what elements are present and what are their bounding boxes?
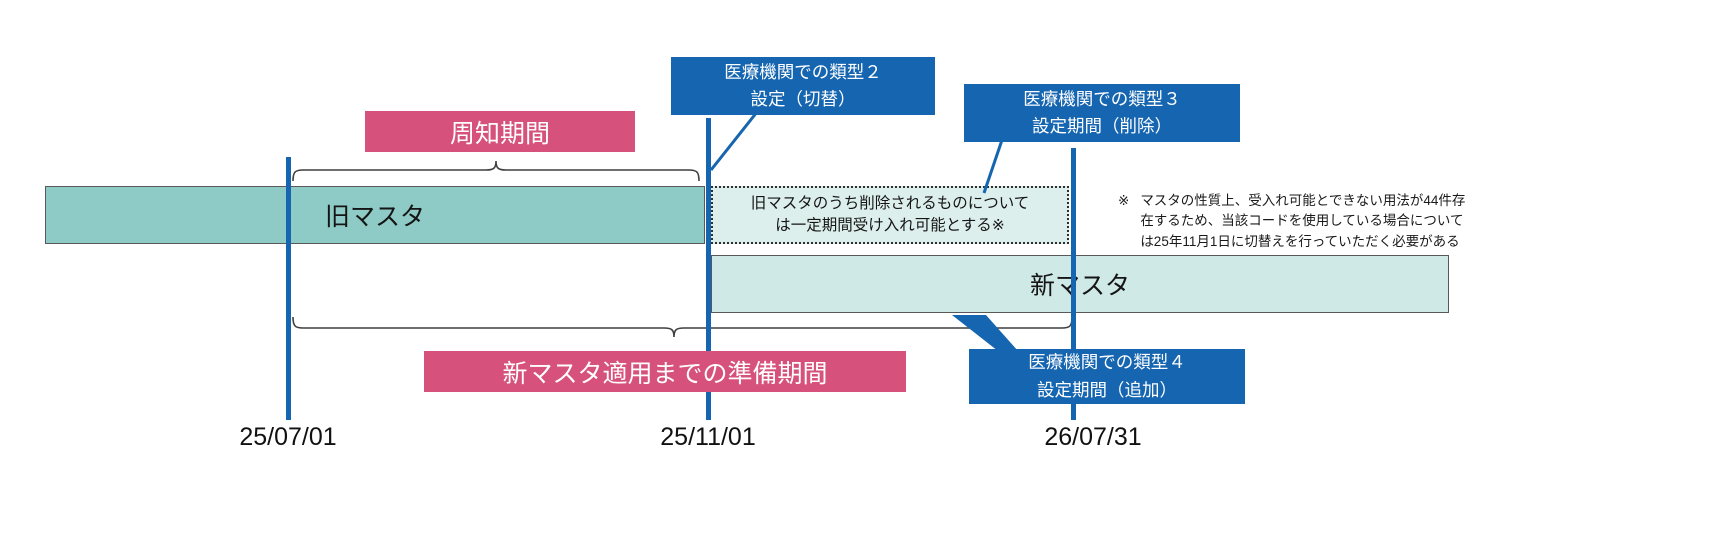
type2-callout-line2: 設定（切替）	[750, 89, 856, 109]
axis-line-25-11-01	[706, 118, 711, 420]
preparation-period-text: 新マスタ適用までの準備期間	[502, 359, 828, 388]
type2-switch-callout: 医療機関での類型２ 設定（切替）	[671, 57, 935, 115]
date-label-26-07-31: 26/07/31	[1044, 423, 1142, 451]
type2-callout-line1: 医療機関での類型２	[724, 61, 882, 82]
deleted-items-transition-box: 旧マスタのうち削除されるものについて は一定期間受け入れ可能とする※	[711, 186, 1069, 244]
type4-callout-line2: 設定期間（追加）	[1037, 379, 1177, 400]
old-master-label: 旧マスタ	[324, 203, 425, 231]
new-master-label: 新マスタ	[1029, 272, 1130, 300]
notification-period-brace	[292, 160, 700, 182]
type4-callout-line1: 医療機関での類型４	[1028, 352, 1186, 373]
transition-box-text-line1: 旧マスタのうち削除されるものについて	[750, 194, 1030, 212]
type3-delete-callout: 医療機関での類型３ 設定期間（削除）	[964, 84, 1240, 142]
type2-callout-connector	[709, 111, 759, 171]
footnote-line2: 在するため、当該コードを使用している場合について	[1140, 213, 1464, 229]
date-label-25-07-01: 25/07/01	[239, 423, 337, 451]
transition-box-text-line2: は一定期間受け入れ可能とする※	[775, 217, 1005, 234]
preparation-period-brace	[292, 316, 1073, 338]
footnote: ※ マスタの性質上、受入れ可能とできない用法が44件存 在するため、当該コードを…	[1118, 191, 1492, 252]
type3-callout-connector	[982, 139, 1004, 194]
type4-callout-pointer	[952, 315, 1018, 351]
type3-callout-line2: 設定期間（削除）	[1032, 116, 1172, 136]
axis-line-26-07-31	[1071, 148, 1076, 420]
old-master-bar: 旧マスタ	[45, 186, 705, 244]
axis-line-25-07-01	[286, 157, 291, 420]
notification-period-label: 周知期間	[365, 111, 635, 152]
preparation-period-label: 新マスタ適用までの準備期間	[424, 351, 906, 392]
type4-add-callout: 医療機関での類型４ 設定期間（追加）	[969, 349, 1245, 404]
footnote-body: マスタの性質上、受入れ可能とできない用法が44件存 在するため、当該コードを使用…	[1140, 191, 1492, 252]
footnote-line1: マスタの性質上、受入れ可能とできない用法が44件存	[1140, 193, 1466, 208]
date-label-25-11-01: 25/11/01	[660, 423, 756, 451]
footnote-line3: は25年11月1日に切替えを行っていただく必要がある	[1140, 233, 1460, 249]
notification-period-text: 周知期間	[449, 119, 550, 148]
new-master-bar: 新マスタ	[711, 255, 1449, 313]
footnote-marker: ※	[1118, 193, 1130, 208]
type3-callout-line1: 医療機関での類型３	[1023, 88, 1181, 109]
